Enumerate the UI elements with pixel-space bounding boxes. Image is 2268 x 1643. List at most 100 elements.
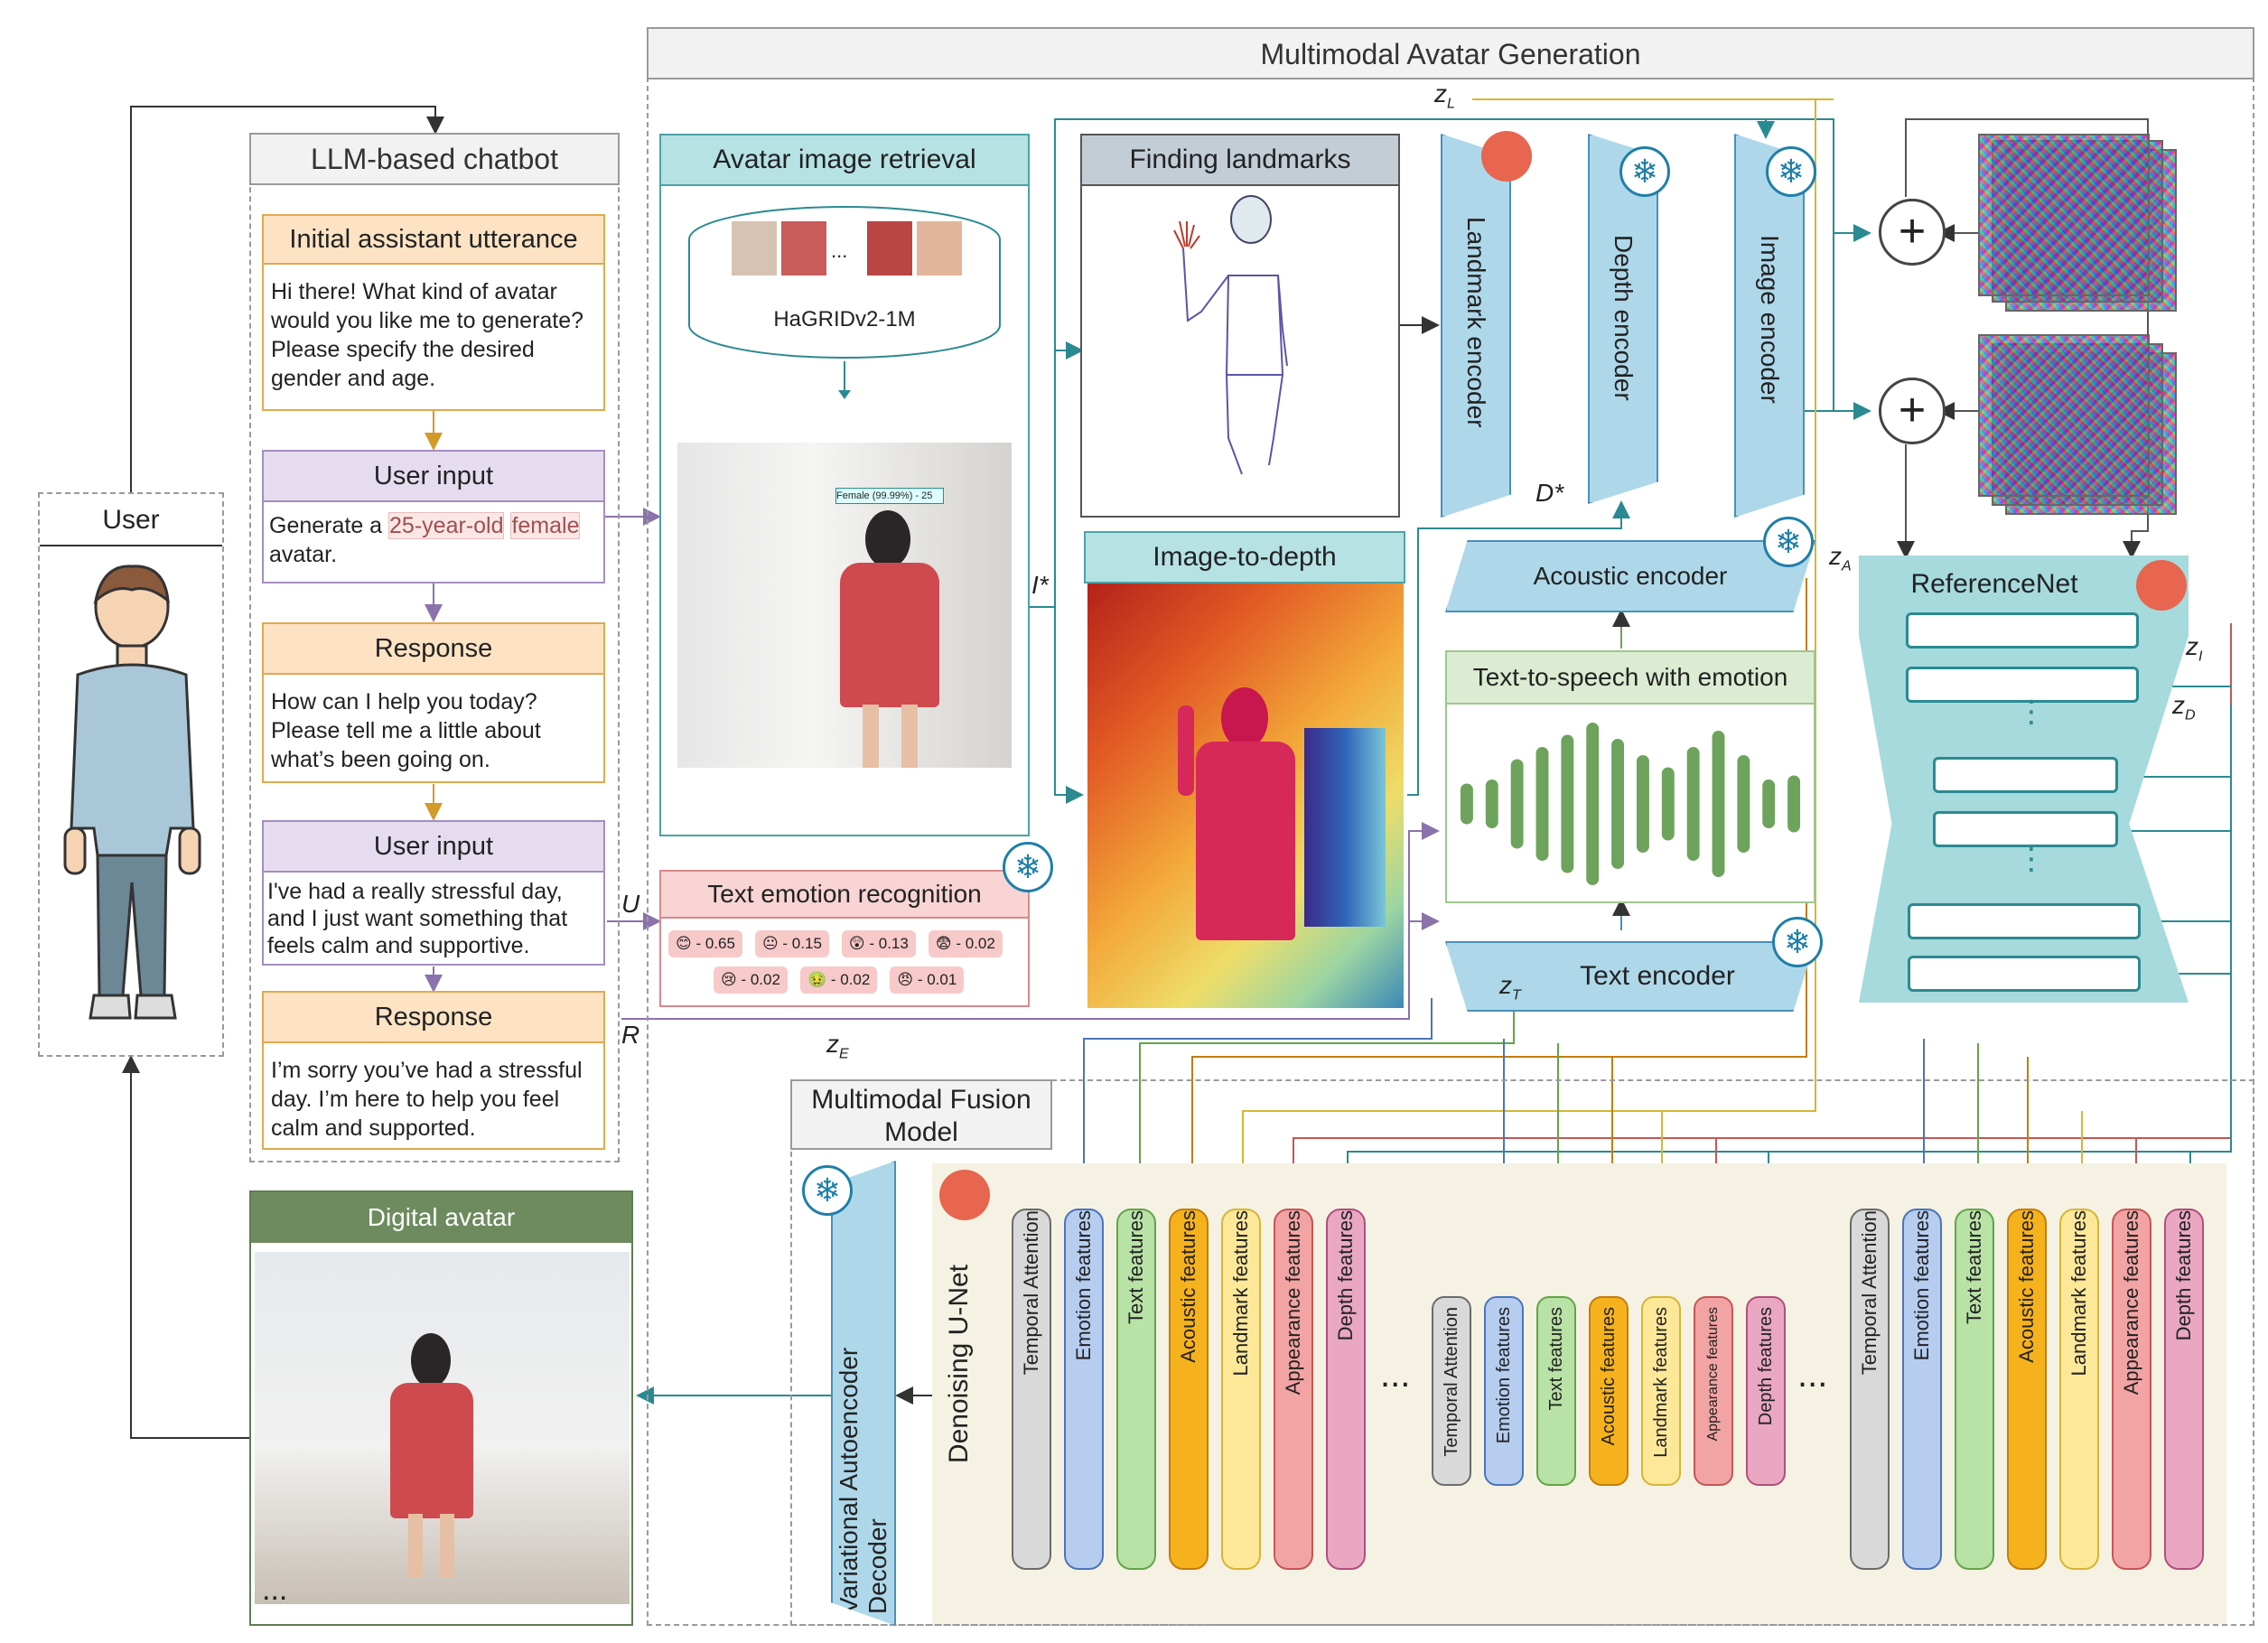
plus-icon: + — [1879, 378, 1946, 444]
emotion-score: 😠 - 0.01 — [890, 966, 965, 994]
user-input1-text: Generate a 25-year-old female avatar. — [262, 502, 605, 583]
retrieval-title: Avatar image retrieval — [659, 134, 1030, 186]
emotion-score: 🤢 - 0.02 — [799, 966, 878, 994]
plus-icon: + — [1879, 199, 1946, 266]
snowflake-icon: ❄ — [1619, 146, 1670, 197]
depth-features-block: Depth features — [1746, 1296, 1786, 1486]
snowflake-icon: ❄ — [1772, 917, 1823, 967]
fusion-title: Multimodal Fusion Model — [790, 1079, 1052, 1150]
snowflake-icon: ❄ — [1003, 842, 1053, 892]
user-input2-text: I've had a really stressful day, and I j… — [262, 873, 605, 966]
landmark-features-block: Landmark features — [1221, 1209, 1261, 1570]
text-features-block: Text features — [1955, 1209, 1994, 1570]
waveform-bar — [1535, 747, 1549, 861]
layer-ellipsis: ⋮ — [2016, 842, 2047, 876]
emotion-score: 😲 - 0.13 — [841, 930, 916, 957]
feature-ellipsis: ... — [1797, 1355, 1828, 1395]
initial-utterance-text: Hi there! What kind of avatar would you … — [262, 265, 605, 411]
emotion-features-block: Emotion features — [1484, 1296, 1524, 1486]
depth-map — [1087, 583, 1404, 1008]
avatar-figure — [377, 1333, 485, 1577]
landmark-features-block: Landmark features — [1641, 1296, 1681, 1486]
avatar-video-frames — [255, 1252, 630, 1604]
label-zL: zL — [1434, 79, 1455, 112]
emotion-score: 😢 - 0.02 — [714, 966, 788, 994]
label-zD: zD — [2172, 691, 2196, 723]
label-R: R — [621, 1021, 640, 1049]
waveform-bar — [1661, 767, 1675, 841]
waveform-bar — [1787, 775, 1801, 833]
detection-label: Female (99.99%) - 25 — [835, 488, 944, 504]
appearance-features-block: Appearance features — [1274, 1209, 1313, 1570]
snowflake-icon: ❄ — [1763, 517, 1814, 567]
waveform-bar — [1460, 783, 1473, 825]
waveform-bar — [1712, 731, 1725, 877]
referencenet-layer — [1906, 612, 2139, 649]
feature-ellipsis: ... — [1380, 1355, 1411, 1395]
digital-avatar-title: Digital avatar — [251, 1192, 631, 1243]
label-zA: zA — [1829, 542, 1852, 574]
noise-latent — [1978, 134, 2150, 296]
landmark-features-block: Landmark features — [2059, 1209, 2099, 1570]
appearance-features-block: Appearance features — [1694, 1296, 1733, 1486]
vae-decoder: Variational Autoencoder Decoder — [831, 1161, 896, 1626]
emotion-score: 😊 - 0.65 — [668, 930, 742, 957]
waveform-bar — [1737, 755, 1750, 853]
appearance-features-block: Appearance features — [2112, 1209, 2151, 1570]
referencenet-layer — [1933, 757, 2118, 793]
waveform-bar — [1686, 747, 1700, 861]
dataset-arrow — [838, 361, 851, 399]
noise-latent — [1978, 334, 2150, 497]
snowflake-icon: ❄ — [802, 1165, 853, 1216]
gender-highlight: female — [510, 512, 581, 539]
label-Istar: I* — [1031, 571, 1049, 599]
response1-text: How can I help you today? Please tell me… — [262, 675, 605, 783]
initial-utterance-title: Initial assistant utterance — [262, 214, 605, 265]
acoustic-features-block: Acoustic features — [1589, 1296, 1629, 1486]
temporal-attention-block: Temporal Attention — [1850, 1209, 1890, 1570]
user-input2-title: User input — [262, 820, 605, 873]
image-encoder: Image encoder — [1734, 134, 1805, 518]
acoustic-features-block: Acoustic features — [2007, 1209, 2047, 1570]
referencenet-layer — [1908, 903, 2141, 939]
label-zE: zE — [826, 1030, 849, 1062]
dataset-name: HaGRIDv2-1M — [773, 307, 916, 331]
age-highlight: 25-year-old — [388, 512, 505, 539]
waveform-bar — [1561, 734, 1574, 873]
frames-ellipsis: ... — [262, 1573, 288, 1607]
dataset-cylinder: ... HaGRIDv2-1M — [686, 203, 1003, 361]
referencenet-title: ReferenceNet — [1910, 569, 2078, 599]
fire-icon — [2136, 560, 2187, 611]
digital-avatar-panel: Digital avatar ... — [249, 1190, 633, 1626]
mag-title: Multimodal Avatar Generation — [647, 27, 2254, 79]
retrieved-figure — [822, 510, 957, 768]
waveform-bar — [1762, 779, 1776, 828]
acoustic-encoder: Acoustic encoder — [1445, 540, 1815, 612]
user-input1-title: User input — [262, 450, 605, 502]
tts-title: Text-to-speech with emotion — [1445, 650, 1815, 705]
landmarks-panel — [1080, 134, 1400, 518]
temporal-attention-block: Temporal Attention — [1012, 1209, 1051, 1570]
landmarks-title: Finding landmarks — [1080, 134, 1400, 186]
emotion-scores: 😊 - 0.65 😐 - 0.15 😲 - 0.13 😨 - 0.02 😢 - … — [668, 930, 1021, 994]
emotion-features-block: Emotion features — [1902, 1209, 1942, 1570]
referencenet-layer — [1908, 956, 2141, 992]
acoustic-features-block: Acoustic features — [1169, 1209, 1209, 1570]
label-zT: zT — [1499, 971, 1521, 1004]
user-person-icon — [63, 565, 201, 1020]
referencenet-layer — [1906, 667, 2139, 703]
waveform-bar — [1510, 759, 1524, 849]
temporal-attention-block: Temporal Attention — [1432, 1296, 1471, 1486]
fusion-panel — [790, 1079, 2254, 1626]
text-features-block: Text features — [1536, 1296, 1576, 1486]
waveform-bar — [1611, 739, 1625, 869]
snowflake-icon: ❄ — [1766, 146, 1816, 197]
depth-features-block: Depth features — [1326, 1209, 1366, 1570]
fire-icon — [939, 1170, 990, 1220]
referencenet-layer — [1933, 811, 2118, 847]
pose-skeleton — [1173, 195, 1288, 475]
response1-title: Response — [262, 622, 605, 675]
emotion-score: 😐 - 0.15 — [754, 930, 829, 957]
emotion-score: 😨 - 0.02 — [928, 930, 1003, 957]
depth-features-block: Depth features — [2164, 1209, 2204, 1570]
